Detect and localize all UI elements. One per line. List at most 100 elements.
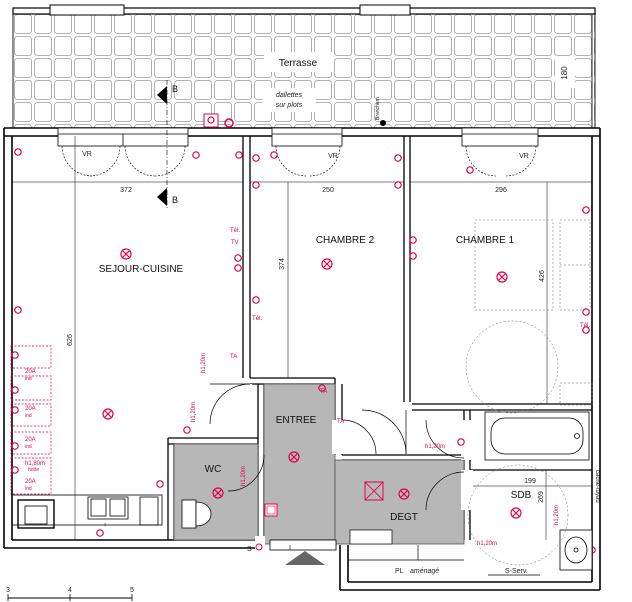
sdb-width: 199 <box>524 478 536 485</box>
amp-label-4: 20A <box>25 479 36 485</box>
sejour-width: 372 <box>120 187 132 194</box>
terrace-depth-dimension: 180 <box>560 66 569 80</box>
dimension-lines <box>12 136 592 540</box>
ceiling-light-icon <box>496 271 508 283</box>
outlet-icons <box>11 148 596 554</box>
cache-tuyau-label: cache-tuyau <box>594 470 600 503</box>
s-label: S <box>247 546 252 553</box>
section-marker-b: B B <box>157 80 178 210</box>
height-tag-wc: h1,20m <box>191 402 197 422</box>
room-entree-label: ENTREE <box>276 415 317 426</box>
amp-note-1: ind <box>25 376 32 382</box>
ceiling-light-icon <box>288 451 300 463</box>
ceiling-light-icons <box>102 248 522 519</box>
entrance <box>269 539 337 565</box>
outlet-icon <box>394 181 402 189</box>
exterior-fittings: Branchem. <box>203 96 386 128</box>
scale-tick-2: 5 <box>130 587 134 594</box>
outlet-icon <box>394 154 402 162</box>
bathtub-icon <box>484 411 590 461</box>
outlet-icon <box>14 306 22 314</box>
tel-tag-sejour: Tél. <box>230 228 240 234</box>
roller-shutter-markers: VR VR VR <box>82 151 529 160</box>
sserv-label: S-Serv. <box>505 568 528 575</box>
outlet-icon <box>252 296 260 304</box>
room-labels: SEJOUR-CUISINE CHAMBRE 2 CHAMBRE 1 ENTRE… <box>99 235 532 523</box>
outlet-icon <box>156 480 164 488</box>
height-tag-sdb-2: h1,20m <box>554 505 560 525</box>
height-tag-hotte: h1,80m <box>25 461 45 467</box>
room-sdb-label: SDB <box>511 490 532 501</box>
ceiling-light-icon <box>212 487 224 499</box>
outlet-icon <box>234 254 242 262</box>
height-tag-sejour: h1,20m <box>201 353 207 373</box>
kitchen-fixtures <box>11 494 163 529</box>
outlet-icon <box>252 154 260 162</box>
window-swings <box>61 145 537 177</box>
chambre1-depth: 426 <box>539 270 546 282</box>
room-sejour-label: SEJOUR-CUISINE <box>99 264 184 275</box>
plus-sign: + <box>103 522 107 529</box>
terrace-note-1: dallettes <box>276 92 303 99</box>
placard-note: aménagé <box>410 568 439 575</box>
tel-tag-chambre2: Tél. <box>252 316 262 322</box>
amp-label-3: 20A <box>25 437 36 443</box>
amp-label-2: 20A <box>25 406 36 412</box>
amp-circuits: 20A ind 20A ind 20A ind h1,80m hotte 20A… <box>10 345 52 495</box>
height-tag-entree: h1,20m <box>241 466 247 486</box>
chambre2-width: 250 <box>322 187 334 194</box>
amp-note-3: ind <box>25 444 32 450</box>
vmc-icon <box>364 481 384 501</box>
outlet-icon <box>11 466 19 474</box>
chambre2-depth: 374 <box>279 258 286 270</box>
outlet-icon <box>14 148 22 156</box>
outlet-icon <box>409 236 417 244</box>
ceiling-light-icon <box>398 488 410 500</box>
tel-tag-chambre1: Tél. <box>580 323 590 329</box>
chambre1-width: 296 <box>495 187 507 194</box>
dimension-labels: 372 250 296 626 374 426 199 269 <box>67 187 546 503</box>
outlet-icon <box>235 151 243 159</box>
room-chambre1-label: CHAMBRE 1 <box>456 235 515 246</box>
amp-note-4: ind <box>25 486 32 492</box>
ceiling-light-icon <box>102 408 114 420</box>
terrace: Terrasse dallettes sur plots 180 <box>12 4 596 129</box>
sdb-depth: 269 <box>538 491 545 503</box>
room-wc-label: WC <box>205 464 222 475</box>
outlet-icon <box>582 326 590 334</box>
outlet-icon <box>96 529 104 537</box>
outlet-icon <box>457 438 465 446</box>
outlet-icon <box>318 384 326 392</box>
outlet-icon <box>11 442 19 450</box>
placard-label: PL <box>395 568 404 575</box>
outlet-icon <box>270 151 278 159</box>
electrical-tags: Tél. TV Tél. TA TA TA Tél. h1,20m h1,20m… <box>191 228 590 547</box>
outlet-icon <box>582 308 590 316</box>
height-tag-degt: h1,20m <box>425 444 445 450</box>
outlet-icon <box>409 252 417 260</box>
branchement-label: Branchem. <box>375 96 381 120</box>
outlet-icon <box>183 426 191 434</box>
vr-label-chambre2: VR <box>328 153 338 160</box>
vr-label-sejour: VR <box>82 151 92 158</box>
tv-tag-sejour: TV <box>231 240 239 246</box>
outlet-icon <box>466 166 474 174</box>
amp-label-1: 20A <box>25 369 36 375</box>
scale-tick-0: 3 <box>6 587 10 594</box>
outlet-icon <box>11 406 19 414</box>
outlet-icon <box>234 264 242 272</box>
ta-tag-entree: TA <box>320 389 327 395</box>
electrical-panel-icon <box>264 503 278 517</box>
ta-tag-sejour: TA <box>230 354 237 360</box>
terrace-label: Terrasse <box>279 58 318 69</box>
outlet-icon <box>11 351 19 359</box>
amp-note-2: ind <box>25 413 32 419</box>
bottom-closets: PL aménagé S-Serv. <box>348 529 540 576</box>
scale-tick-1: 4 <box>68 587 72 594</box>
ceiling-light-icon <box>510 507 522 519</box>
section-b-top: B <box>172 84 178 94</box>
toilet-icon <box>181 499 212 529</box>
ta-tag-degt: TA <box>337 419 344 425</box>
vr-label-chambre1: VR <box>519 153 529 160</box>
